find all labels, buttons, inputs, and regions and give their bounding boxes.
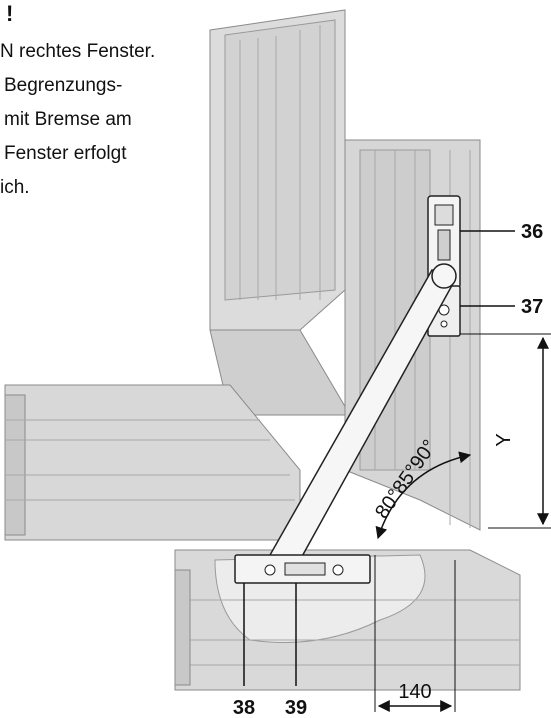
bottom-track (234, 554, 371, 584)
callout-36-label: 36 (521, 221, 543, 243)
text-line-4: Fenster erfolgt (4, 143, 127, 164)
text-line-1: N rechtes Fenster. (0, 41, 156, 62)
text-line-5: ich. (0, 177, 30, 198)
horizontal-frame-profile (4, 384, 301, 541)
vertical-frame-profile (209, 9, 351, 416)
upper-hinge-part (427, 195, 461, 289)
callout-38-label: 38 (233, 697, 255, 718)
callout-39: 39 (285, 583, 307, 718)
text-line-2: Begrenzungs- (4, 75, 123, 96)
text-line-3: mit Bremse am (4, 109, 132, 130)
callout-37: 37 (460, 296, 543, 318)
dimension-140-label: 140 (398, 681, 431, 703)
bottom-sash-profile (174, 549, 521, 691)
heading-fragment: ! (6, 1, 14, 26)
callout-38: 38 (233, 583, 255, 718)
dimension-140: 140 (374, 555, 456, 712)
dimension-y-label: Y (493, 433, 515, 446)
callout-37-label: 37 (521, 296, 543, 318)
dimension-y: Y (460, 333, 551, 529)
callout-39-label: 39 (285, 697, 307, 718)
callout-36: 36 (460, 221, 543, 243)
